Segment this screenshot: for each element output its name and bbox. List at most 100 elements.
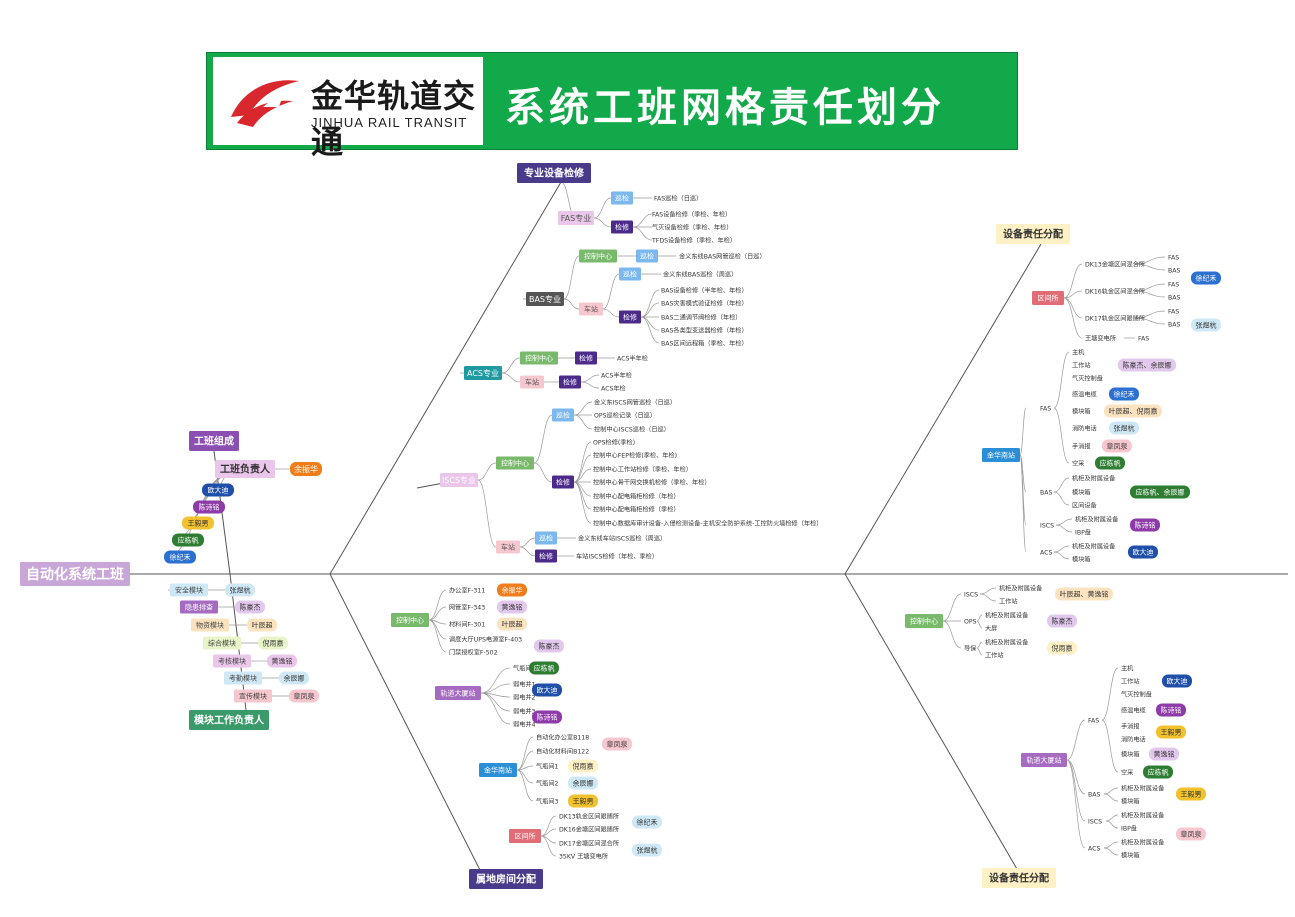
node-box (258, 636, 288, 650)
node-box (191, 618, 229, 632)
node-box (213, 654, 251, 668)
leaf-label: 气瓶间 (513, 665, 532, 673)
connector-line (1103, 841, 1119, 849)
connector-line (632, 226, 653, 241)
node-label: 王毅男 (1181, 790, 1202, 799)
node-bl_p9: 倪雨嘉 (568, 759, 598, 773)
node-p_yuzhenhua: 余振华 (290, 462, 322, 476)
node-box (619, 267, 641, 281)
connector-line (602, 308, 620, 318)
node-br_p4: 欧大迪 (1162, 674, 1192, 688)
node-p_xu1: 徐纪禾 (164, 550, 196, 564)
node-label: 巡检 (556, 411, 570, 420)
branch-line (329, 573, 481, 871)
node-box (469, 869, 543, 889)
node-label: 设备责任分配 (989, 872, 1049, 885)
node-box (267, 654, 297, 668)
node-bas_kz_xj: 巡检 (636, 249, 658, 263)
leaf-label: 气灭控制盘 (1121, 691, 1152, 699)
leaf-label: ACS半年检 (617, 355, 648, 363)
leaf-label: ISCS (964, 592, 978, 599)
node-box (534, 639, 564, 653)
node-label: 余振华 (502, 586, 523, 595)
node-label: 应栋帆 (1148, 768, 1169, 777)
node-box (1149, 747, 1179, 761)
leaf-label: 办公室F-311 (449, 587, 485, 595)
connector-line (602, 273, 620, 310)
node-mp_kq: 余辰娜 (279, 671, 309, 685)
node-box (575, 351, 597, 365)
node-box (215, 460, 275, 478)
leaf-label: 空采 (1121, 769, 1133, 777)
node-sec_zhuanye: 专业设备检修 (517, 163, 591, 183)
connector-line (640, 316, 660, 344)
connector-line (428, 589, 447, 621)
node-bl_p10: 余辰娜 (568, 776, 598, 790)
node-box (20, 562, 130, 586)
node-label: 陈诗铭 (199, 503, 220, 512)
node-label: 叶辰超、倪雨嘉 (1109, 407, 1158, 416)
node-box (1021, 753, 1067, 767)
leaf-label: OPS (964, 619, 977, 626)
leaf-label: BAS二通调节阀检修（年检） (661, 314, 741, 322)
node-box (611, 191, 633, 205)
connector-line (1053, 351, 1070, 409)
node-box (509, 829, 541, 843)
leaf-label: IBP盘 (1121, 825, 1137, 833)
node-br_p7: 黄逸铭 (1149, 747, 1179, 761)
leaf-label: 调度大厅UPS电源室F-403 (449, 636, 522, 644)
connector-line (1053, 545, 1070, 553)
node-label: FAS专业 (561, 213, 591, 223)
leaf-label: 感温电缆 (1121, 707, 1146, 715)
node-box (497, 600, 527, 614)
node-acs_kz_jx: 检修 (575, 351, 597, 365)
node-box (905, 614, 943, 628)
connector-line (979, 593, 997, 602)
node-label: 隐患排查 (185, 603, 213, 612)
node-box (517, 163, 591, 183)
connector-line (540, 815, 557, 837)
connector-line (632, 213, 653, 228)
node-box (497, 583, 527, 597)
node-iscs_cz_jx: 检修 (535, 549, 557, 563)
node-label: 金华南站 (987, 451, 1015, 460)
node-label: 欧大迪 (1133, 548, 1154, 557)
node-tr_p8: 应栋帆 (1095, 456, 1125, 470)
node-label: 设备责任分配 (1003, 228, 1063, 241)
node-p_ouda1: 欧大迪 (202, 483, 234, 497)
node-m_zh: 综合模块 (203, 636, 241, 650)
leaf-label: 控制中心ISCS巡检（日巡） (594, 426, 670, 434)
connector-line (573, 481, 592, 497)
node-tr_p1: 徐纪禾 (1191, 271, 1221, 285)
leaf-label: 导保 (964, 645, 977, 653)
node-label: 考勤模块 (229, 674, 257, 683)
node-p_wang1: 王毅男 (182, 516, 214, 530)
connector-line (501, 357, 521, 374)
connector-line (519, 537, 536, 548)
connector-line (1053, 407, 1070, 464)
node-box (1156, 703, 1186, 717)
node-label: 欧大迪 (208, 486, 229, 495)
node-tr_p3: 陈豪杰、余辰娜 (1118, 358, 1176, 372)
connector-line (573, 441, 592, 483)
leaf-label: ACS (1040, 550, 1052, 557)
node-label: 张煜杭 (637, 846, 658, 855)
node-bl_p6: 欧大迪 (532, 683, 562, 697)
leaf-label: OPS巡检记录（日巡） (594, 412, 656, 420)
leaf-label: FAS (1138, 336, 1149, 343)
node-box (496, 456, 534, 470)
connector-line (563, 298, 580, 310)
leaf-label: OPS检修(季检) (593, 439, 635, 447)
node-bl_p1: 余振华 (497, 583, 527, 597)
node-box (568, 759, 598, 773)
node-tr_qj: 区间所 (1032, 291, 1064, 305)
leaf-label: BAS (1088, 792, 1100, 799)
node-box (526, 292, 564, 306)
node-box (579, 302, 603, 316)
leaf-label: BAS灾害模式验证检修（年检） (661, 300, 748, 308)
connector-line (1053, 551, 1070, 560)
node-m_kh: 考核模块 (213, 654, 251, 668)
node-box (982, 448, 1020, 462)
node-label: 应栋帆、余辰娜 (1136, 488, 1185, 497)
node-m_xc: 宣传模块 (234, 689, 272, 703)
